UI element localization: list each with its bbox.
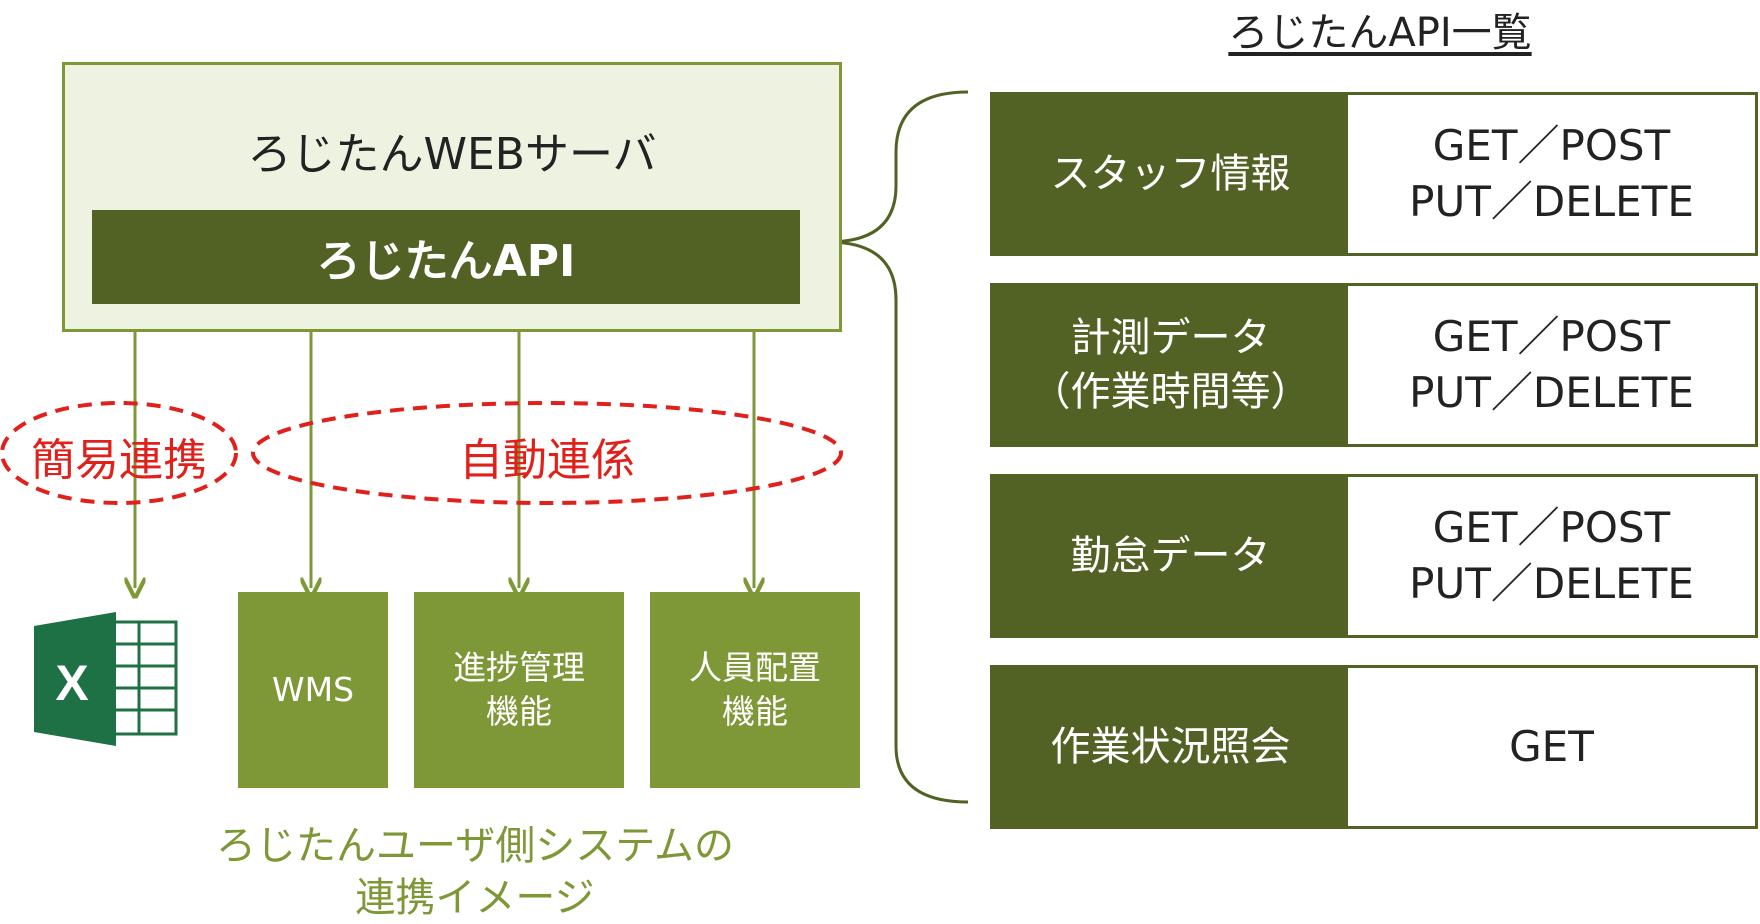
api-row-staff: スタッフ情報 GET／POST PUT／DELETE [990,92,1758,256]
connector-arrows [135,305,754,588]
system-wms: WMS [238,592,388,788]
api-methods-cell: GET／POST PUT／DELETE [1348,95,1755,253]
system-label: WMS [271,670,355,709]
system-label: 機能 [722,692,788,731]
api-methods-cell: GET [1348,668,1755,826]
api-method: GET／POST [1432,312,1671,361]
system-label: 人員配置 [689,648,821,687]
system-progress: 進捗管理 機能 [414,592,624,788]
auto-link-ellipse [251,401,843,505]
api-methods-cell: GET／POST PUT／DELETE [1348,477,1755,635]
api-method: GET／POST [1432,503,1671,552]
api-methods-cell: GET／POST PUT／DELETE [1348,286,1755,444]
api-name: 作業状況照会 [1050,724,1291,770]
api-name-cell: 作業状況照会 [993,668,1348,826]
api-bar: ろじたんAPI [92,210,800,304]
svg-text:X: X [55,655,88,711]
api-name: 計測データ [1070,315,1271,361]
api-method: GET／POST [1432,121,1671,170]
system-label: 進捗管理 [453,648,585,687]
auto-link-label: 自動連係 [459,435,635,486]
api-row-work-status: 作業状況照会 GET [990,665,1758,829]
web-server-title: ろじたんWEBサーバ [247,129,657,180]
api-method: PUT／DELETE [1409,368,1694,417]
diagram-caption: ろじたんユーザ側システムの 連携イメージ [150,820,800,924]
system-label: 機能 [486,692,552,731]
api-row-measurement: 計測データ （作業時間等） GET／POST PUT／DELETE [990,283,1758,447]
api-method: GET [1509,722,1594,771]
api-name: スタッフ情報 [1050,151,1291,197]
api-method: PUT／DELETE [1409,177,1694,226]
excel-icon: X [34,612,178,746]
system-staffing: 人員配置 機能 [650,592,860,788]
api-method: PUT／DELETE [1409,559,1694,608]
api-row-attendance: 勤怠データ GET／POST PUT／DELETE [990,474,1758,638]
simple-link-label: 簡易連携 [31,435,207,486]
caption-line: 連携イメージ [355,875,595,921]
api-name-cell: スタッフ情報 [993,95,1348,253]
api-name: （作業時間等） [1030,369,1311,415]
api-list-title: ろじたんAPI一覧 [1228,10,1532,56]
caption-line: ろじたんユーザ側システムの [216,823,734,869]
api-name: 勤怠データ [1070,533,1271,579]
api-name-cell: 勤怠データ [993,477,1348,635]
simple-link-ellipse [0,401,238,505]
api-name-cell: 計測データ （作業時間等） [993,286,1348,444]
